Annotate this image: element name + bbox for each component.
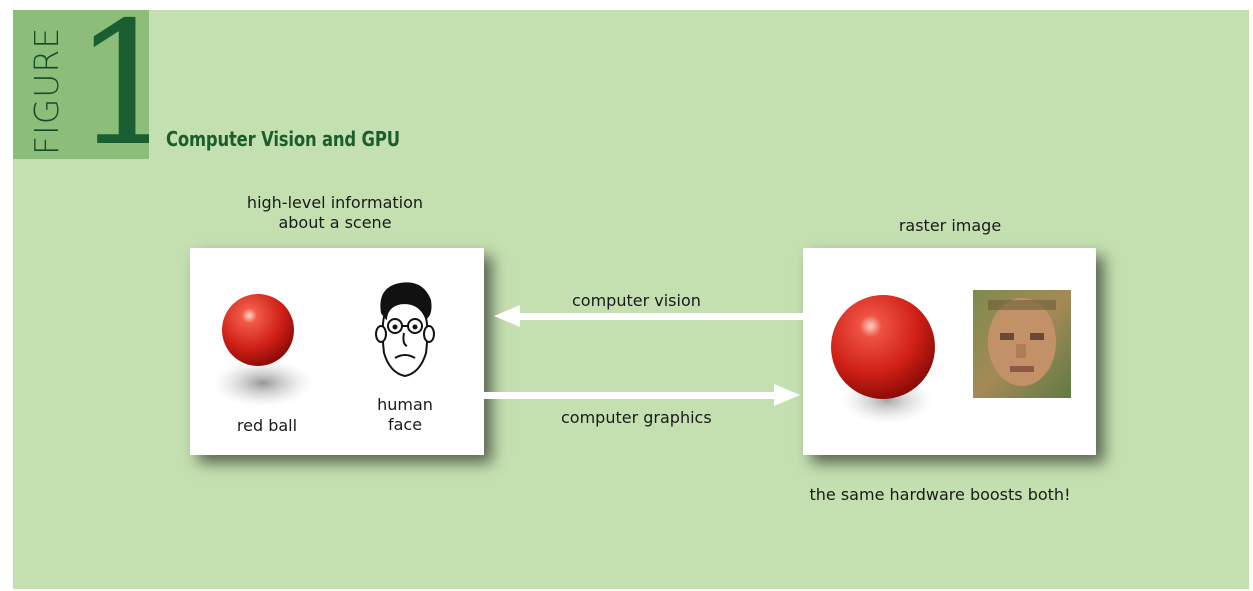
raster-face-icon [973,290,1071,398]
figure-title: Computer Vision and GPU [166,127,400,151]
raster-illustration [831,290,1071,424]
human-face-label-line2: face [387,415,423,434]
left-caption-line1: high-level information [246,193,424,212]
red-ball-label: red ball [236,416,298,435]
right-caption: raster image [898,216,1002,235]
left-caption-line2: about a scene [278,213,392,232]
raster-ball-icon [831,295,935,399]
red-ball-icon [222,294,294,366]
human-face-label: human face [355,395,455,435]
computer-graphics-label: computer graphics [561,408,712,427]
scene-illustration [213,282,435,407]
left-caption: high-level information about a scene [200,193,470,233]
computer-vision-label: computer vision [572,291,701,310]
figure-badge: FIGURE 1 [13,10,149,159]
footer-caption: the same hardware boosts both! [809,485,1071,504]
human-face-icon [375,282,435,378]
raster-image-card [803,248,1096,455]
figure-number: 1 [73,10,149,159]
computer-graphics-arrow [484,384,800,406]
scene-info-card: red ball human face [190,248,484,455]
ball-shadow [213,359,313,407]
human-face-label-line1: human [377,395,433,414]
computer-vision-arrow [494,305,805,327]
